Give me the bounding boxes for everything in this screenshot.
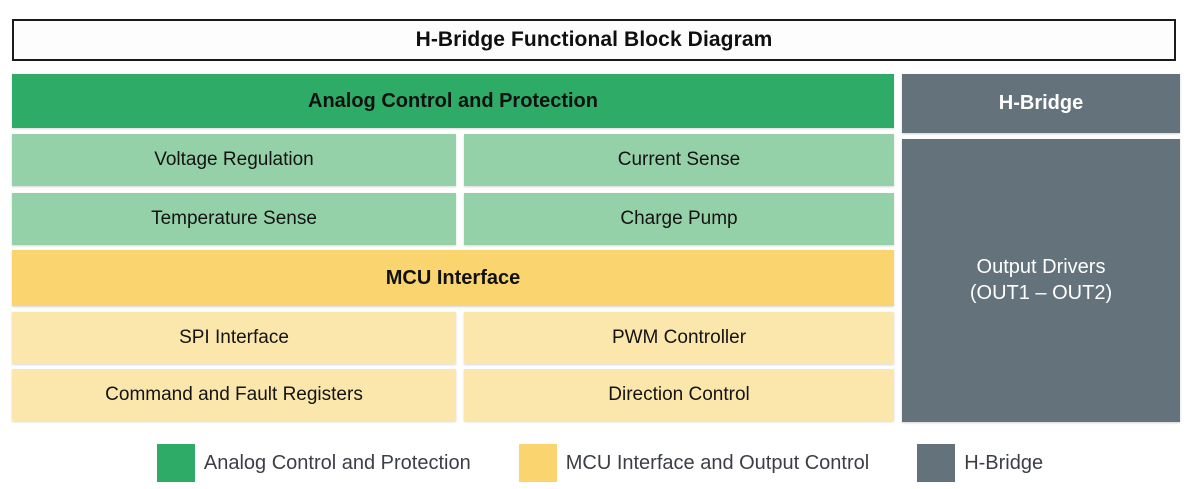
hbridge-header: H-Bridge bbox=[902, 74, 1180, 133]
control-column: Analog Control and Protection Voltage Re… bbox=[12, 74, 894, 422]
block-output-drivers-label-line1: Output Drivers bbox=[976, 255, 1106, 278]
page-title: H-Bridge Functional Block Diagram bbox=[415, 28, 773, 51]
legend-item-hbridge: H-Bridge bbox=[917, 444, 1043, 482]
block-charge-pump-label: Charge Pump bbox=[620, 208, 738, 229]
block-direction-control: Direction Control bbox=[464, 369, 894, 421]
block-voltage-regulation: Voltage Regulation bbox=[12, 134, 456, 186]
legend-swatch-analog bbox=[156, 444, 195, 482]
block-output-drivers-label-line2: (OUT1 – OUT2) bbox=[969, 281, 1113, 304]
block-voltage-regulation-label: Voltage Regulation bbox=[154, 149, 314, 170]
block-pwm-controller: PWM Controller bbox=[464, 312, 894, 364]
legend: Analog Control and Protection MCU Interf… bbox=[0, 440, 1200, 486]
block-temperature-sense: Temperature Sense bbox=[12, 193, 456, 245]
block-spi-interface: SPI Interface bbox=[12, 312, 456, 364]
block-current-sense: Current Sense bbox=[464, 134, 894, 186]
legend-label-analog: Analog Control and Protection bbox=[203, 451, 471, 474]
legend-label-mcu: MCU Interface and Output Control bbox=[565, 451, 870, 474]
block-charge-pump: Charge Pump bbox=[464, 193, 894, 245]
analog-control-header-label: Analog Control and Protection bbox=[308, 89, 598, 112]
mcu-interface-header-label: MCU Interface bbox=[385, 266, 521, 289]
legend-label-hbridge: H-Bridge bbox=[964, 451, 1044, 474]
block-direction-control-label: Direction Control bbox=[608, 384, 750, 405]
legend-item-analog: Analog Control and Protection bbox=[156, 444, 471, 482]
block-spi-interface-label: SPI Interface bbox=[179, 327, 289, 348]
analog-control-header: Analog Control and Protection bbox=[12, 74, 894, 128]
block-output-drivers: Output Drivers (OUT1 – OUT2) bbox=[902, 139, 1180, 422]
legend-swatch-hbridge bbox=[917, 444, 956, 482]
block-command-and-fault-registers: Command and Fault Registers bbox=[12, 369, 456, 421]
hbridge-header-label: H-Bridge bbox=[998, 92, 1084, 114]
legend-swatch-mcu bbox=[518, 444, 557, 482]
mcu-interface-header: MCU Interface bbox=[12, 250, 894, 306]
block-command-and-fault-registers-label: Command and Fault Registers bbox=[105, 384, 363, 405]
block-pwm-controller-label: PWM Controller bbox=[611, 327, 747, 348]
hbridge-column: H-Bridge Output Drivers (OUT1 – OUT2) bbox=[902, 74, 1180, 422]
block-temperature-sense-label: Temperature Sense bbox=[151, 208, 317, 229]
diagram-title-box: H-Bridge Functional Block Diagram bbox=[12, 19, 1176, 61]
legend-item-mcu: MCU Interface and Output Control bbox=[518, 444, 870, 482]
block-current-sense-label: Current Sense bbox=[617, 149, 741, 170]
